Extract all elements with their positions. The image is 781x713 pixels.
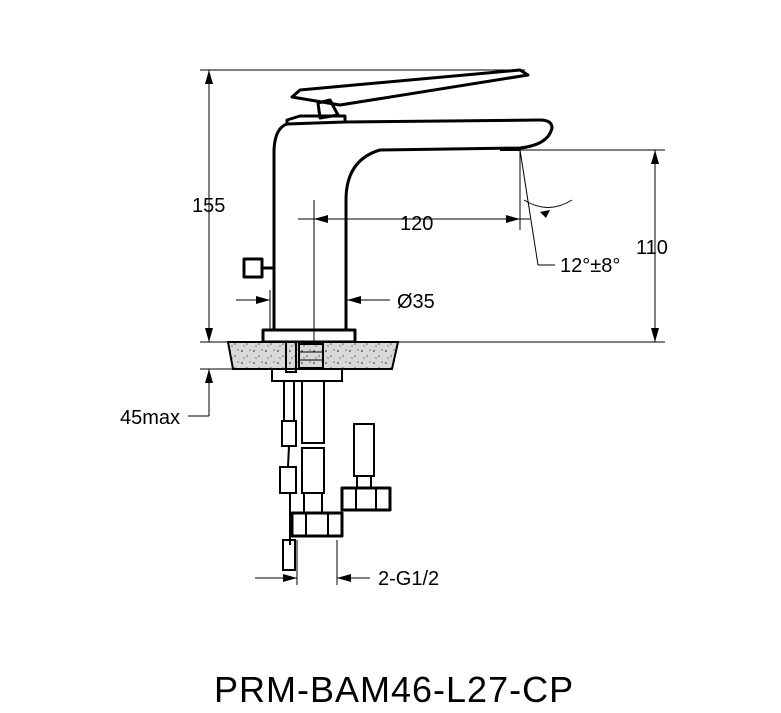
dimension-155: 155	[192, 195, 225, 217]
dimension-diameter: Ø35	[397, 291, 435, 313]
countertop	[226, 341, 400, 370]
under-deck-assembly	[271, 341, 392, 571]
model-code: PRM-BAM46-L27-CP	[214, 669, 574, 710]
faucet-body	[242, 68, 554, 344]
dimension-45max: 45max	[120, 407, 180, 429]
dimension-angle: 12°±8°	[560, 255, 620, 277]
dimension-connection: 2-G1/2	[378, 568, 439, 590]
dimension-lines	[188, 69, 665, 585]
dimension-110: 110	[636, 237, 668, 259]
dimension-120: 120	[400, 213, 433, 235]
